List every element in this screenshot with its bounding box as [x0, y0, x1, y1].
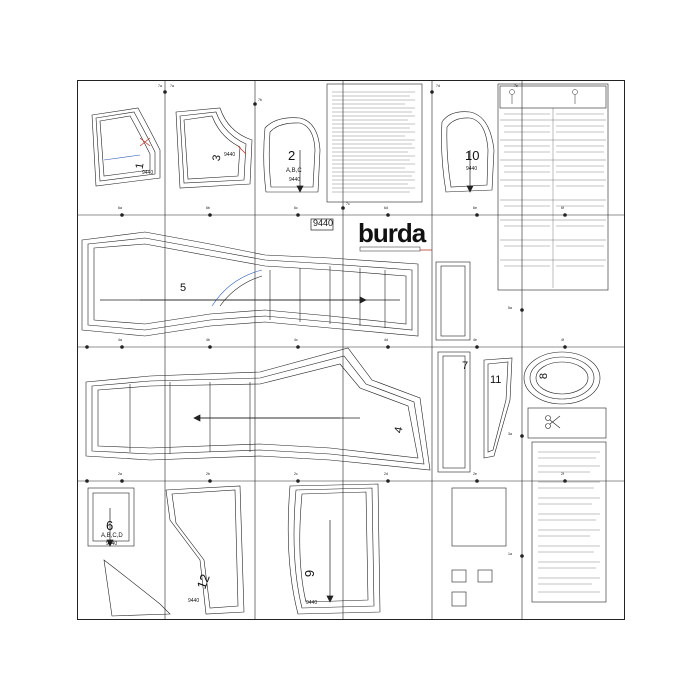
scissors-icon	[545, 415, 561, 429]
logo-underline	[359, 246, 421, 252]
grid-mark-row3-6: 2f	[561, 472, 564, 476]
piece-code-12: 9440	[188, 598, 200, 604]
grid-mark-top-1: 7a	[158, 84, 162, 88]
size-chart	[497, 83, 609, 291]
grid-mark-side-1: 5a	[508, 306, 512, 310]
grid-mark-row2-5: 4e	[473, 338, 477, 342]
pattern-piece-7	[437, 351, 471, 473]
piece-code-10: 9440	[466, 166, 478, 172]
piece-code-3: 9440	[224, 152, 236, 158]
instructions-panel	[531, 441, 607, 603]
pattern-code-box	[310, 218, 334, 231]
pattern-piece-11	[483, 357, 513, 459]
piece-number-9: 9	[302, 569, 318, 578]
pattern-piece-2	[263, 117, 321, 193]
instruction-column	[326, 83, 423, 203]
grid-mark-top-2: 7a	[170, 84, 174, 88]
piece-number-11: 11	[490, 374, 502, 386]
grid-mark-row1-2: 6b	[206, 206, 210, 210]
piece-sizes-2: A,B,C	[286, 168, 302, 174]
grid-mark-row2-6: 4f	[561, 338, 564, 342]
pattern-code: 9440	[313, 218, 334, 228]
piece-number-5: 5	[180, 282, 187, 294]
pattern-piece-waistband	[435, 261, 471, 341]
grid-mark-top-6: 7e	[514, 84, 518, 88]
pattern-piece-12	[103, 485, 245, 617]
grid-mark-row2-1: 4a	[118, 338, 122, 342]
piece-code-6: 9440	[106, 541, 118, 547]
size-chart-figure-icon	[509, 89, 578, 104]
grid-mark-side-3: 1a	[508, 552, 512, 556]
grid-mark-top-5: 7d	[436, 84, 440, 88]
grid-mark-row1-1: 6a	[118, 206, 122, 210]
pattern-piece-1	[91, 107, 161, 187]
piece-number-7: 7	[462, 360, 469, 372]
grid-mark-row1-4: 6d	[384, 206, 388, 210]
piece-number-2: 2	[288, 148, 296, 163]
pattern-piece-9	[287, 483, 381, 615]
pattern-piece-trouser-front	[81, 231, 419, 337]
grid-mark-row1-3: 6c	[294, 206, 298, 210]
grid-mark-row2-4: 4d	[384, 338, 388, 342]
piece-number-6: 6	[106, 518, 114, 533]
grid-mark-row3-3: 2c	[294, 472, 298, 476]
grid-mark-row3-4: 2d	[384, 472, 388, 476]
piece-number-10: 10	[465, 148, 480, 163]
size-selection-box	[451, 487, 507, 547]
pattern-piece-trouser-back	[85, 347, 431, 471]
piece-code-1: 9440	[142, 170, 154, 176]
grid-mark-top-4: 7c	[346, 202, 350, 206]
grid-mark-row2-2: 4b	[206, 338, 210, 342]
pattern-piece-10	[441, 111, 495, 193]
piece-code-2: 9440	[289, 177, 301, 183]
brand-logo: burda	[358, 218, 426, 248]
piece-number-8: 8	[538, 372, 551, 380]
grid-mark-row3-1: 2a	[118, 472, 122, 476]
pattern-sheet	[77, 80, 625, 620]
grid-mark-row3-5: 2e	[473, 472, 477, 476]
grid-mark-row3-2: 2b	[206, 472, 210, 476]
piece-code-9: 9440	[306, 600, 318, 606]
grid-mark-top-3: 7b	[258, 98, 262, 102]
grid-mark-side-2: 3a	[508, 432, 512, 436]
piece-sizes-6: A,B,C,D	[101, 533, 123, 539]
grid-mark-row2-3: 4c	[294, 338, 298, 342]
pattern-piece-3	[175, 107, 253, 189]
fabric-diagram	[527, 407, 607, 439]
grid-mark-row1-6: 6f	[561, 206, 564, 210]
grid-mark-row1-5: 6e	[473, 206, 477, 210]
pattern-piece-8	[523, 351, 601, 405]
